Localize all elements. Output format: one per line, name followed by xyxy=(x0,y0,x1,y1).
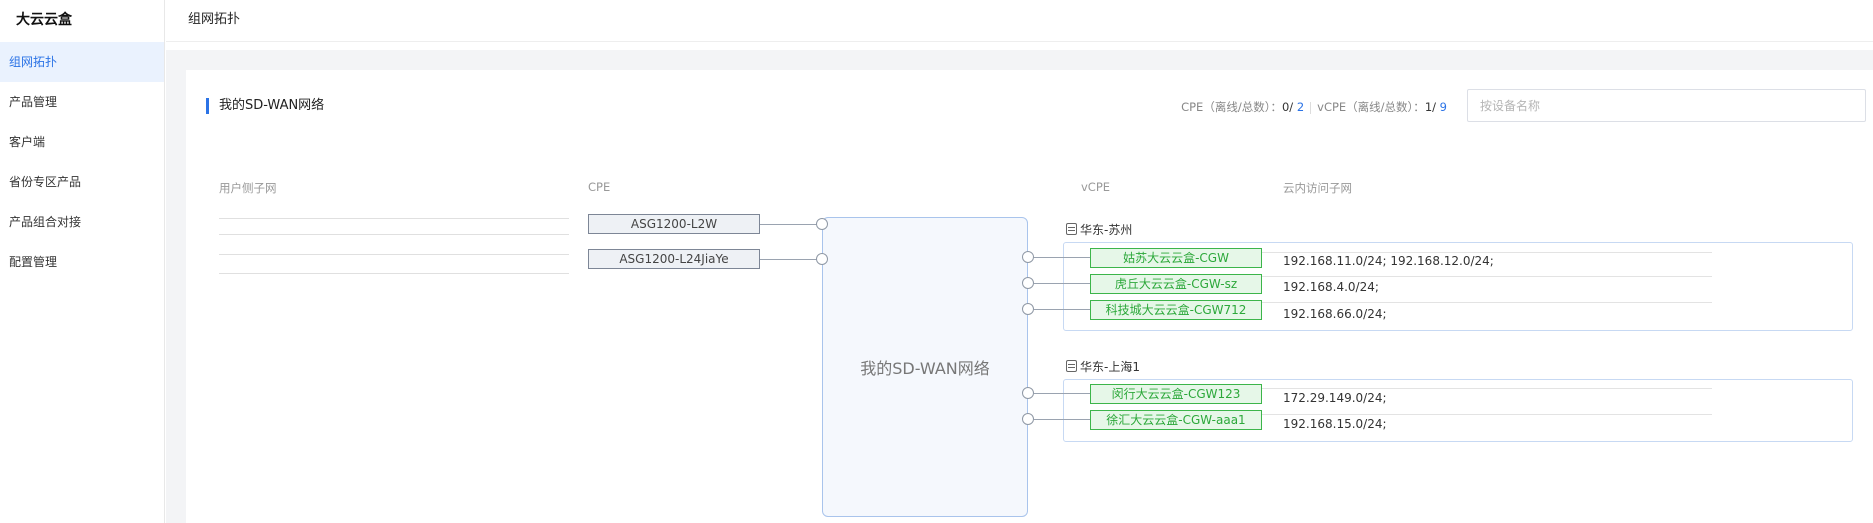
vcpe-connector-line xyxy=(1034,283,1090,284)
sidebar-item-network-topology[interactable]: 组网拓扑 xyxy=(0,42,164,82)
sidebar-item-product-combination[interactable]: 产品组合对接 xyxy=(9,215,82,229)
sdwan-network-node[interactable]: 我的SD-WAN网络 xyxy=(822,217,1028,517)
page-title: 组网拓扑 xyxy=(166,0,1873,42)
col-header-cloud-subnet: 云内访问子网 xyxy=(1283,181,1352,195)
port-circle xyxy=(1022,277,1034,289)
vcpe-device[interactable]: 徐汇大云云盒-CGW-aaa1 xyxy=(1090,410,1262,430)
cloud-subnet-text: 172.29.149.0/24; xyxy=(1283,391,1387,405)
region-group-box xyxy=(1063,379,1853,442)
region-name: 华东-上海1 xyxy=(1080,360,1140,374)
database-icon xyxy=(1066,360,1077,372)
vcpe-connector-line xyxy=(1034,309,1090,310)
sidebar-item-client[interactable]: 客户端 xyxy=(9,135,46,149)
subnet-row-divider xyxy=(1157,302,1712,303)
cpe-stat-label: CPE（离线/总数）： xyxy=(1181,100,1282,114)
col-header-user-subnet: 用户侧子网 xyxy=(219,181,277,195)
brand-logo: 大云云盒 xyxy=(16,12,72,28)
vcpe-device[interactable]: 虎丘大云云盒-CGW-sz xyxy=(1090,274,1262,294)
vcpe-device[interactable]: 闵行大云云盒-CGW123 xyxy=(1090,384,1262,404)
sdwan-network-label: 我的SD-WAN网络 xyxy=(860,359,990,378)
cpe-connector-line xyxy=(760,224,822,225)
sidebar-item-province-products[interactable]: 省份专区产品 xyxy=(9,175,82,189)
cpe-device[interactable]: ASG1200-L24JiaYe xyxy=(588,249,760,269)
database-icon xyxy=(1066,223,1077,235)
vcpe-connector-line xyxy=(1034,393,1090,394)
card-title: 我的SD-WAN网络 xyxy=(206,98,324,114)
port-circle xyxy=(816,253,828,265)
port-circle xyxy=(1022,251,1034,263)
vcpe-connector-line xyxy=(1034,419,1090,420)
col-header-cpe: CPE xyxy=(588,180,611,194)
stat-divider xyxy=(1310,101,1312,114)
port-circle xyxy=(1022,303,1034,315)
vcpe-connector-line xyxy=(1034,257,1090,258)
user-subnet-row xyxy=(219,218,569,219)
region-header: 华东-苏州 xyxy=(1066,222,1132,238)
cloud-subnet-text: 192.168.15.0/24; xyxy=(1283,417,1387,431)
user-subnet-row xyxy=(219,254,569,255)
cloud-subnet-text: 192.168.11.0/24; 192.168.12.0/24; xyxy=(1283,254,1494,268)
port-circle xyxy=(816,218,828,230)
cpe-connector-line xyxy=(760,259,822,260)
cloud-subnet-text: 192.168.66.0/24; xyxy=(1283,307,1387,321)
port-circle xyxy=(1022,413,1034,425)
vcpe-stat-label: vCPE（离线/总数）： xyxy=(1317,100,1425,114)
cpe-total-count[interactable]: 2 xyxy=(1296,100,1305,114)
cpe-offline-count: 0 xyxy=(1281,100,1290,114)
subnet-row-divider xyxy=(1157,252,1712,253)
cloud-subnet-text: 192.168.4.0/24; xyxy=(1283,280,1379,294)
port-circle xyxy=(1022,387,1034,399)
sidebar-item-config-management[interactable]: 配置管理 xyxy=(9,255,58,269)
vcpe-device[interactable]: 科技城大云云盒-CGW712 xyxy=(1090,300,1262,320)
device-search-input[interactable] xyxy=(1467,89,1866,122)
subnet-row-divider xyxy=(1157,276,1712,277)
user-subnet-row xyxy=(219,234,569,235)
user-subnet-row xyxy=(219,273,569,274)
vcpe-offline-count: 1 xyxy=(1424,100,1433,114)
sidebar-item-product-management[interactable]: 产品管理 xyxy=(9,95,58,109)
vcpe-device[interactable]: 姑苏大云云盒-CGW xyxy=(1090,248,1262,268)
subnet-row-divider xyxy=(1157,388,1712,389)
col-header-vcpe: vCPE xyxy=(1081,180,1111,194)
subnet-row-divider xyxy=(1157,414,1712,415)
sidebar: 大云云盒 组网拓扑 产品管理 客户端 省份专区产品 产品组合对接 配置管理 xyxy=(0,0,165,523)
region-group-box xyxy=(1063,242,1853,331)
region-header: 华东-上海1 xyxy=(1066,359,1140,375)
cpe-device[interactable]: ASG1200-L2W xyxy=(588,214,760,234)
region-name: 华东-苏州 xyxy=(1080,223,1133,237)
vcpe-total-count[interactable]: 9 xyxy=(1439,100,1447,114)
